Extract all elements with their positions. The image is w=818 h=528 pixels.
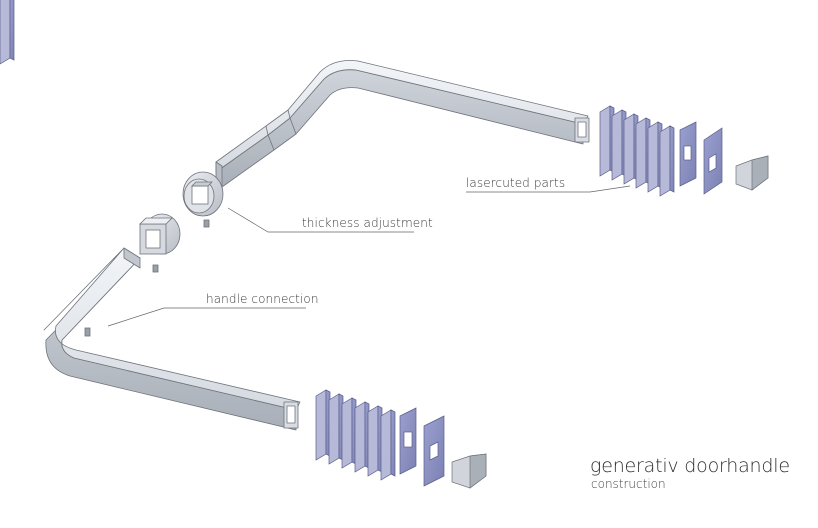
lasercut-parts-label: lasercuted parts <box>466 176 566 190</box>
upper-handle-tube <box>215 60 590 188</box>
leader-lines <box>107 185 631 327</box>
handle-connection-label: handle connection <box>206 292 319 306</box>
lower-lasercut-plates <box>315 389 487 489</box>
lower-handle-tube <box>43 247 301 431</box>
thickness-adjustment-label: thickness adjustment <box>302 216 433 230</box>
thickness-adjustment-cap <box>182 171 224 228</box>
leader-thickness <box>227 207 414 233</box>
leader-connection <box>107 307 306 327</box>
handle-connection-cap <box>84 213 181 337</box>
leader-lasercut <box>466 185 631 193</box>
upper-lasercut-plates <box>0 0 769 197</box>
drawing-subtitle: construction <box>591 477 666 491</box>
drawing-title: generativ doorhandle <box>590 455 790 477</box>
